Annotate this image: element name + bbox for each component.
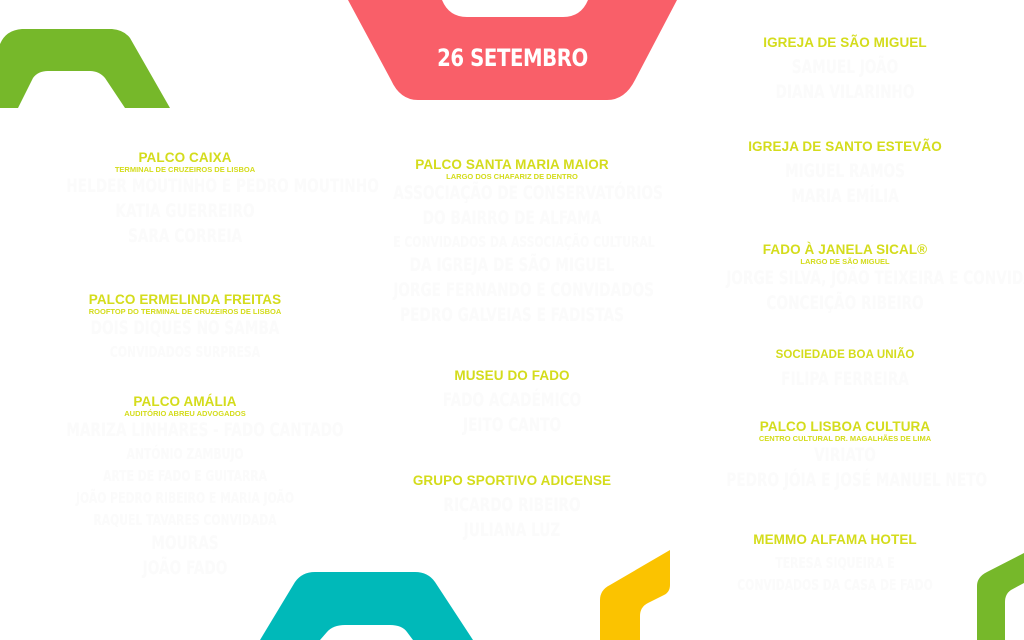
artist-line: HELDER MOUTINHO E PEDRO MOUTINHO bbox=[66, 175, 379, 197]
venue-palco-santa-maria-maior: PALCO SANTA MARIA MAIOR LARGO DOS CHAFAR… bbox=[347, 157, 677, 328]
date-heading: 26 SETEMBRO bbox=[437, 44, 588, 72]
artist-line: CONVIDADOS DA CASA DE FADO bbox=[737, 576, 933, 594]
date-banner-shape bbox=[348, 0, 677, 100]
venue-subtitle: LARGO DOS CHAFARIZ DE DENTRO bbox=[446, 172, 578, 181]
venue-grupo-sportivo-adicense: GRUPO SPORTIVO ADICENSE RICARDO RIBEIRO … bbox=[347, 473, 677, 543]
venue-name: IGREJA DE SANTO ESTEVÃO bbox=[748, 139, 942, 154]
artist-line: MARIA EMÍLIA bbox=[791, 185, 899, 207]
venue-name: MEMMO ALFAMA HOTEL bbox=[753, 532, 917, 547]
teal-arch-shape-bottom bbox=[260, 572, 473, 640]
venue-name: MUSEU DO FADO bbox=[454, 368, 570, 383]
artist-line: DOIS DIQUES NO SAMBA bbox=[90, 317, 280, 339]
artist-line: VIRIATO bbox=[814, 444, 876, 466]
venue-palco-amalia: PALCO AMÁLIA AUDITÓRIO ABREU ADVOGADOS M… bbox=[20, 394, 350, 581]
artist-line: RICARDO RIBEIRO bbox=[443, 494, 581, 516]
venue-igreja-de-sao-miguel: IGREJA DE SÃO MIGUEL SAMUEL JOÃO DIANA V… bbox=[680, 35, 1010, 105]
venue-subtitle: AUDITÓRIO ABREU ADVOGADOS bbox=[124, 409, 246, 418]
artist-line: DO BAIRRO DE ALFAMA bbox=[422, 207, 602, 229]
artist-line: JEITO CANTO bbox=[462, 414, 562, 436]
artist-line: DIANA VILARINHO bbox=[775, 81, 915, 103]
artist-line: E CONVIDADOS DA ASSOCIAÇÃO CULTURAL bbox=[393, 233, 655, 251]
artist-line: SARA CORREIA bbox=[127, 225, 243, 247]
artist-line: RAQUEL TAVARES CONVIDADA bbox=[93, 511, 277, 529]
venue-memmo-alfama-hotel: MEMMO ALFAMA HOTEL TERESA SIQUEIRA E CON… bbox=[680, 532, 990, 596]
artist-line: ARTE DE FADO E GUITARRA bbox=[103, 467, 267, 485]
artist-line: SAMUEL JOÃO bbox=[791, 56, 899, 78]
artist-line: DA IGREJA DE SÃO MIGUEL bbox=[409, 254, 615, 276]
artist-line: FILIPA FERREIRA bbox=[781, 368, 909, 390]
venue-museu-do-fado: MUSEU DO FADO FADO ACADÉMICO JEITO CANTO bbox=[347, 368, 677, 438]
venue-subtitle: TERMINAL DE CRUZEIROS DE LISBOA bbox=[114, 165, 256, 174]
yellow-bracket-shape bbox=[600, 550, 670, 640]
venue-sociedade-boa-uniao: SOCIEDADE BOA UNIÃO FILIPA FERREIRA bbox=[680, 347, 1010, 392]
artist-line: MARIZA LINHARES - FADO CANTADO bbox=[66, 419, 344, 441]
artist-line: PEDRO GALVEIAS E FADISTAS bbox=[399, 304, 625, 326]
venue-name: PALCO AMÁLIA bbox=[133, 394, 237, 409]
artist-line: CONVIDADOS SURPRESA bbox=[109, 343, 261, 361]
green-bracket-shape-bottom-right bbox=[977, 553, 1024, 640]
artist-line: JULIANA LUZ bbox=[463, 519, 561, 541]
artist-line: JOÃO FADO bbox=[142, 557, 228, 579]
venue-fado-a-janela-sical: FADO À JANELA SICAL® LARGO DE SÃO MIGUEL… bbox=[680, 242, 1024, 316]
artist-line: JORGE FERNANDO E CONVIDADOS bbox=[393, 279, 654, 301]
artist-line: MOURAS bbox=[151, 532, 219, 554]
venue-name: PALCO LISBOA CULTURA bbox=[759, 419, 931, 434]
venue-name: PALCO ERMELINDA FREITAS bbox=[88, 292, 282, 307]
venue-name: PALCO SANTA MARIA MAIOR bbox=[415, 157, 609, 172]
artist-line: FADO ACADÉMICO bbox=[442, 389, 582, 411]
venue-igreja-de-santo-estevao: IGREJA DE SANTO ESTEVÃO MIGUEL RAMOS MAR… bbox=[680, 139, 1010, 209]
venue-name: IGREJA DE SÃO MIGUEL bbox=[763, 35, 927, 50]
green-arch-shape-top-left bbox=[0, 29, 170, 108]
venue-name: SOCIEDADE BOA UNIÃO bbox=[775, 349, 915, 361]
artist-line: CONCEIÇÃO RIBEIRO bbox=[766, 292, 924, 314]
artist-line: TERESA SIQUEIRA E bbox=[775, 554, 895, 572]
venue-palco-lisboa-cultura: PALCO LISBOA CULTURA CENTRO CULTURAL DR.… bbox=[680, 419, 1010, 493]
venue-palco-ermelinda-freitas: PALCO ERMELINDA FREITAS ROOFTOP DO TERMI… bbox=[20, 292, 350, 363]
venue-name: PALCO CAIXA bbox=[138, 150, 232, 165]
venue-subtitle: ROOFTOP DO TERMINAL DE CRUZEIROS DE LISB… bbox=[88, 307, 282, 316]
artist-line: JOÃO PEDRO RIBEIRO E MARIA JOÃO bbox=[75, 489, 295, 507]
artist-line: MIGUEL RAMOS bbox=[784, 160, 906, 182]
artist-line: PEDRO JÓIA E JOSÉ MANUEL NETO bbox=[726, 469, 988, 491]
artist-line: ASSOCIAÇÃO DE CONSERVATÓRIOS bbox=[393, 182, 663, 204]
venue-subtitle: CENTRO CULTURAL DR. MAGALHÃES DE LIMA bbox=[758, 434, 932, 443]
venue-palco-caixa: PALCO CAIXA TERMINAL DE CRUZEIROS DE LIS… bbox=[20, 150, 379, 249]
venue-subtitle: LARGO DE SÃO MIGUEL bbox=[800, 257, 890, 266]
artist-line: JORGE SILVA, JOÃO TEIXEIRA E CONVIDADOS bbox=[726, 267, 1024, 289]
artist-line: ANTÓNIO ZAMBUJO bbox=[126, 445, 244, 463]
venue-name: FADO À JANELA SICAL® bbox=[762, 242, 928, 257]
artist-line: KATIA GUERREIRO bbox=[115, 200, 255, 222]
venue-name: GRUPO SPORTIVO ADICENSE bbox=[412, 473, 612, 488]
